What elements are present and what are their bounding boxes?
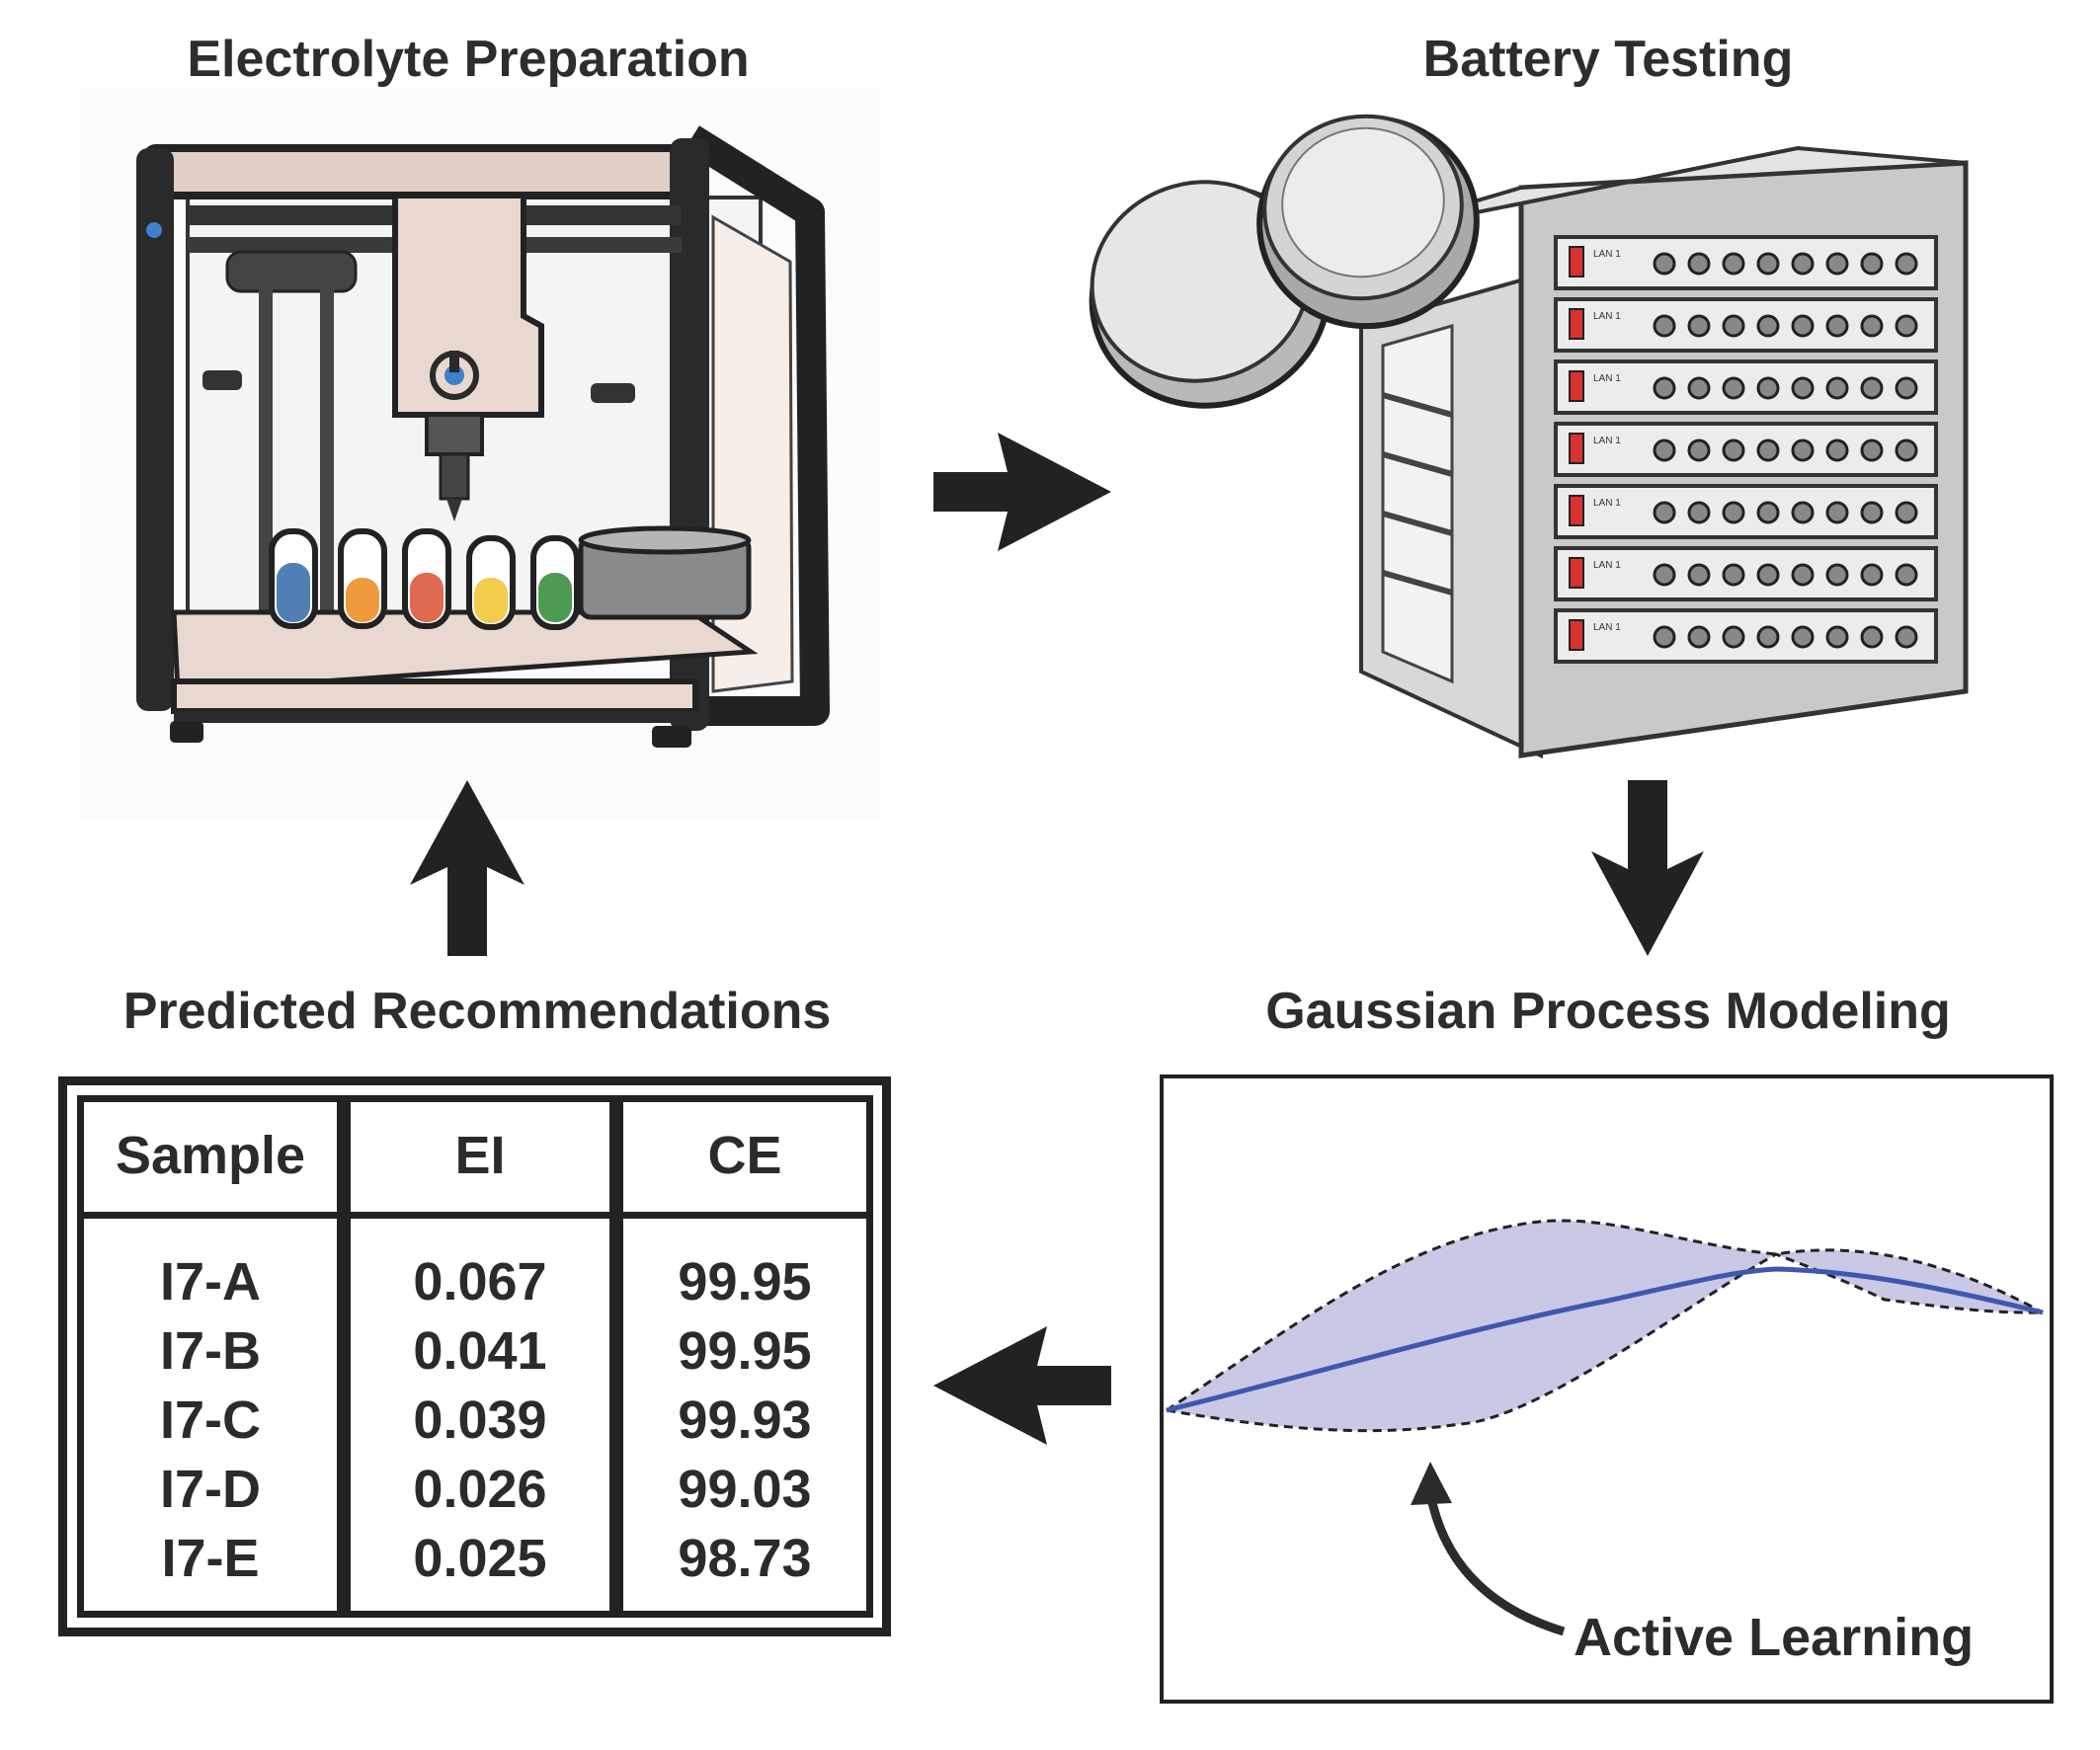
cell-ei: 0.026 xyxy=(413,1460,547,1519)
cell-ei: 0.025 xyxy=(413,1529,547,1588)
cell-ce: 98.73 xyxy=(678,1529,812,1588)
header-ei: EI xyxy=(454,1126,506,1185)
lan-label: LAN 1 xyxy=(1593,436,1621,446)
recommendations-table: Sample EI CE I7-A 0.067 99.95 I7-B 0.041… xyxy=(58,1076,891,1636)
header-sample: Sample xyxy=(115,1126,306,1185)
uncertainty-band xyxy=(1167,1220,2043,1431)
lan-label: LAN 1 xyxy=(1593,373,1621,384)
lan-label: LAN 1 xyxy=(1593,249,1621,260)
liquid-handling-robot-illustration xyxy=(81,89,881,820)
table-column-ce xyxy=(616,1095,873,1618)
active-learning-arrowhead xyxy=(1411,1462,1452,1505)
cell-ce: 99.03 xyxy=(678,1460,812,1519)
active-learning-label: Active Learning xyxy=(1574,1608,1975,1667)
cycler-units: LAN 1 LAN 1 LAN 1 xyxy=(1554,235,1938,664)
predicted-mean xyxy=(1166,1266,2044,1413)
gaussian-process-modeling-title: Gaussian Process Modeling xyxy=(1265,983,1951,1040)
lan-label: LAN 1 xyxy=(1593,311,1621,322)
header-divider xyxy=(77,1212,872,1219)
cell-ce: 99.93 xyxy=(678,1391,812,1450)
sample-vials xyxy=(269,528,580,630)
coin-cells xyxy=(1089,114,1480,409)
cell-ei: 0.067 xyxy=(413,1252,547,1312)
table-column-sample xyxy=(77,1095,344,1618)
lower-bound xyxy=(1166,1252,2044,1433)
cell-sample: I7-B xyxy=(159,1321,262,1381)
cell-sample: I7-D xyxy=(159,1460,262,1519)
cell-sample: I7-A xyxy=(159,1252,262,1312)
cell-ce: 99.95 xyxy=(678,1321,812,1381)
table-column-ei xyxy=(344,1095,616,1618)
flow-arrows xyxy=(410,433,1704,1445)
lan-label: LAN 1 xyxy=(1593,560,1621,571)
arrow-left xyxy=(933,1326,1111,1445)
arrow-down xyxy=(1591,780,1704,956)
upper-bound xyxy=(1166,1219,2044,1412)
header-ce: CE xyxy=(707,1126,782,1185)
arrow-up xyxy=(410,780,525,956)
cell-ei: 0.041 xyxy=(413,1321,547,1381)
arrow-right xyxy=(933,433,1111,551)
predicted-recommendations-title: Predicted Recommendations xyxy=(122,983,832,1040)
active-learning-arrow xyxy=(1425,1492,1566,1636)
cell-sample: I7-E xyxy=(161,1529,260,1588)
cell-ei: 0.039 xyxy=(413,1391,547,1450)
battery-testing-title: Battery Testing xyxy=(1422,31,1794,88)
lan-label: LAN 1 xyxy=(1593,498,1621,509)
lan-label: LAN 1 xyxy=(1593,622,1621,633)
cell-sample: I7-C xyxy=(159,1391,262,1450)
gp-plot-panel: Active Learning xyxy=(1160,1074,2054,1704)
gp-plot xyxy=(1166,1219,2044,1636)
electrolyte-preparation-title: Electrolyte Preparation xyxy=(187,31,750,88)
cell-ce: 99.95 xyxy=(678,1252,812,1312)
battery-cycler-illustration: LAN 1 LAN 1 LAN 1 xyxy=(1089,114,1969,759)
